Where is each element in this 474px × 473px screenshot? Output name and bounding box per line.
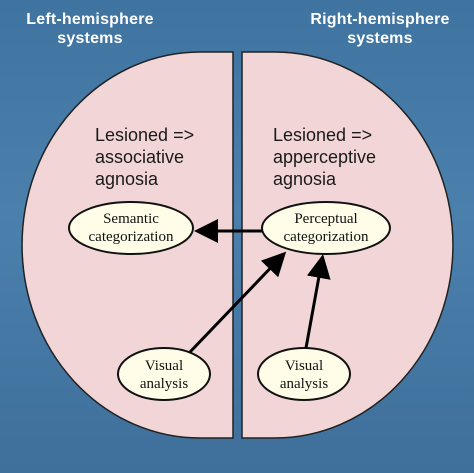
left-hemisphere-header: Left-hemisphere systems [6, 10, 174, 48]
right-lesion-label: Lesioned => apperceptive agnosia [273, 124, 376, 190]
left-lesion-line1: Lesioned => [95, 125, 195, 145]
perceptual-line2: categorization [283, 229, 369, 245]
left-lesion-line2: associative [95, 147, 185, 167]
visual-analysis-left-label: Visual analysis [118, 357, 210, 393]
right-lesion-line1: Lesioned => [273, 125, 373, 145]
arrow-visual-right-to-perceptual [304, 254, 331, 349]
left-header-line1: Left-hemisphere [26, 11, 154, 28]
semantic-categorization-node [68, 201, 194, 255]
left-lesion-line3: agnosia [95, 169, 159, 189]
semantic-categorization-label: Semantic categorization [69, 210, 193, 246]
right-lesion-line3: agnosia [273, 169, 337, 189]
right-hemisphere-header: Right-hemisphere systems [292, 10, 468, 48]
left-lesion-label: Lesioned => associative agnosia [95, 124, 194, 190]
visual-right-line1: Visual [284, 358, 324, 374]
visual-analysis-right-node [257, 347, 351, 401]
right-lesion-line2: apperceptive [273, 147, 377, 167]
visual-analysis-left-node [117, 347, 211, 401]
visual-left-line2: analysis [139, 376, 189, 392]
right-header-line2: systems [347, 30, 413, 47]
visual-left-line1: Visual [144, 358, 184, 374]
perceptual-line1: Perceptual [294, 211, 358, 227]
left-header-line2: systems [57, 30, 123, 47]
perceptual-categorization-label: Perceptual categorization [262, 210, 390, 246]
semantic-line1: Semantic [103, 211, 159, 227]
semantic-line2: categorization [88, 229, 174, 245]
perceptual-categorization-node [261, 201, 391, 255]
visual-analysis-right-label: Visual analysis [258, 357, 350, 393]
arrow-visual-left-to-perceptual [188, 251, 287, 354]
right-header-line1: Right-hemisphere [310, 11, 450, 28]
visual-right-line2: analysis [279, 376, 329, 392]
